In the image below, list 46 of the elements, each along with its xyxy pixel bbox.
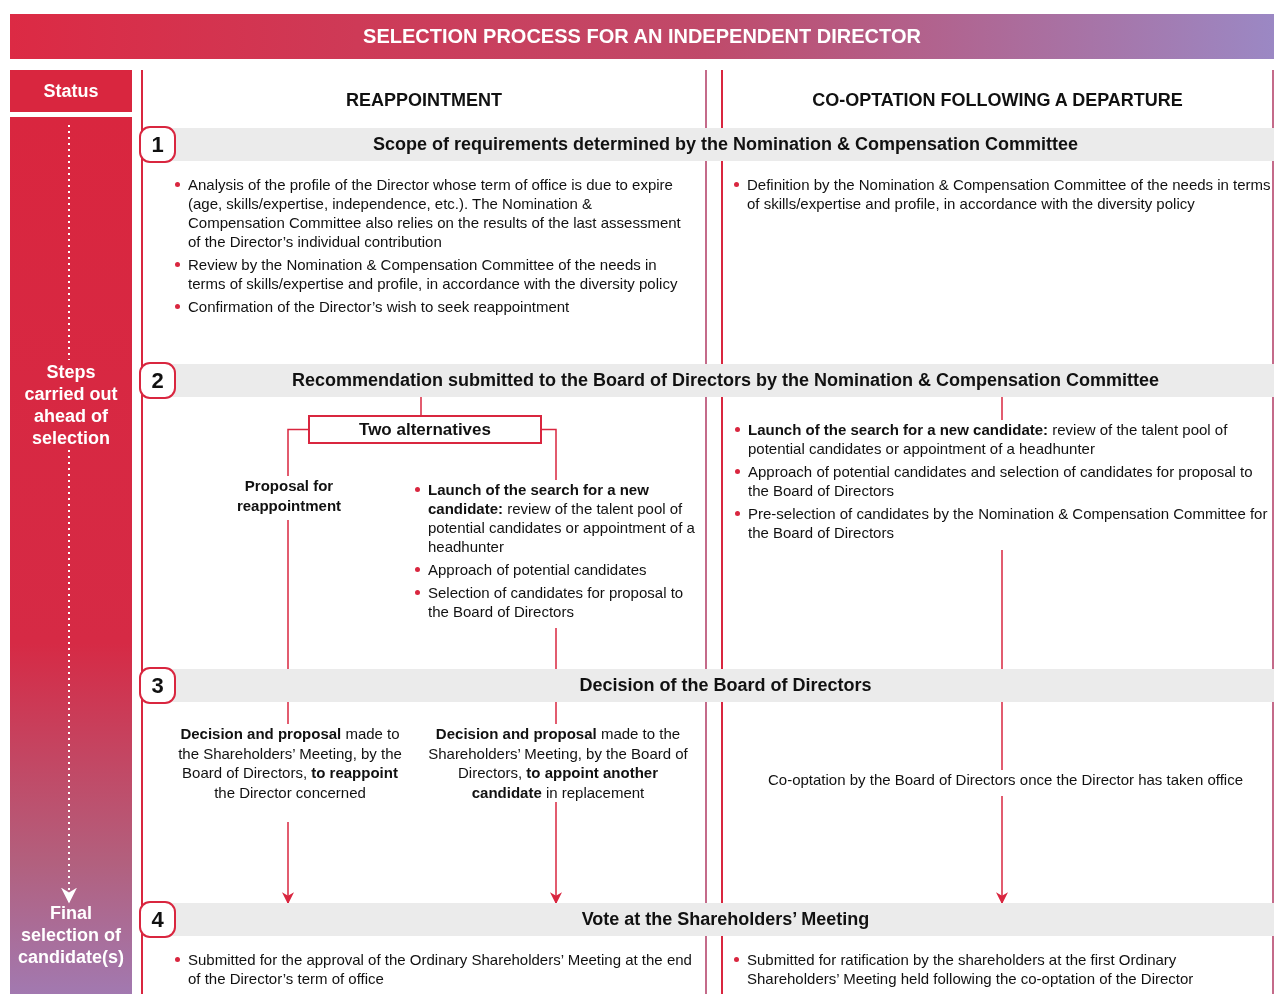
bullet-text: Submitted for ratification by the shareholders at the first Ordinary Shareholders’ Meeting held following the co-optation of the Director [747,951,1194,987]
bullet-text: Launch of the search for a new candidate: review of the talent pool of potential candidates or appointment of a headhunter [748,421,1228,457]
connector-line [541,428,557,481]
stage-label: Steps carried out ahead of selection [23,361,119,449]
bullet-text: Approach of potential candidates [428,561,647,578]
step-heading: Vote at the Shareholders’ Meeting [581,909,870,930]
bullet-text: Analysis of the profile of the Director whose term of office is due to expire (age, skills/expertise, independence, etc.). The Nomination & Compensation Committee also relies on the results of the last assessment of the Director’s individual contribution [188,176,681,250]
arrow [282,821,294,905]
bullet-text: Approach of potential candidates and selection of candidates for proposal to the Board of Directors [748,463,1253,499]
bullet-text: Pre-selection of candidates by the Nomination & Compensation Committee for the Board of Directors [748,505,1268,541]
step-heading: Decision of the Board of Directors [579,675,872,696]
decision-text: Decision and proposal made to the Shareholders’ Meeting, by the Board of Directors, to reappoint the Director concerned [175,724,405,822]
stage-label: Final selection of candidate(s) [18,902,124,968]
status-header: Status [10,70,132,112]
bullet-text: Review by the Nomination & Compensation Committee of the needs in terms of skills/expertise and profile, in accordance with the diversity policy [188,256,678,292]
step-number: 1 [139,126,176,163]
connector-line [1001,549,1003,670]
bullet-text: Selection of candidates for proposal to the Board of Directors [428,584,684,620]
arrow [550,801,562,905]
bullet-text: Submitted for the approval of the Ordinary Shareholders’ Meeting at the end of the Director’s term of office [188,951,692,987]
bullet-text: Launch of the search for a new candidate: review of the talent pool of potential candidates or appointment of a headhunter [428,481,695,555]
sidebar-band [10,117,132,994]
connector-line [555,627,557,670]
bullet-text: Confirmation of the Director’s wish to seek reappointment [188,298,570,315]
alternatives-box: Two alternatives [308,415,542,444]
connector-line [287,519,289,670]
dotted-arrow [61,449,77,904]
step-number: 3 [139,667,176,704]
decision-text: Decision and proposal made to the Shareholders’ Meeting, by the Board of Directors, to appoint another candidate in replacement [422,724,694,802]
step-heading: Recommendation submitted to the Board of Directors by the Nomination & Compensation Committee [291,370,1160,391]
column-heading: CO-OPTATION FOLLOWING A DEPARTURE [811,90,1184,111]
step-number: 2 [139,362,176,399]
arrow [996,795,1008,905]
connector-line [1001,396,1003,421]
connector-line [555,701,557,725]
connector-line [287,428,309,477]
column-heading: REAPPOINTMENT [345,90,503,111]
branch-label: Proposal for reappointment [209,476,369,520]
bullet-text: Definition by the Nomination & Compensation Committee of the needs in terms of skills/expertise and profile, in accordance with the diversity policy [747,176,1271,212]
connector-line [1001,701,1003,771]
connector-line [287,701,289,725]
outcome-text: Co-optation by the Board of Directors once the Director has taken office [743,770,1268,796]
step-heading: Scope of requirements determined by the Nomination & Compensation Committee [372,134,1079,155]
step-number: 4 [139,901,176,938]
connector-line [420,396,422,416]
title-banner: SELECTION PROCESS FOR AN INDEPENDENT DIRECTOR [10,14,1274,59]
